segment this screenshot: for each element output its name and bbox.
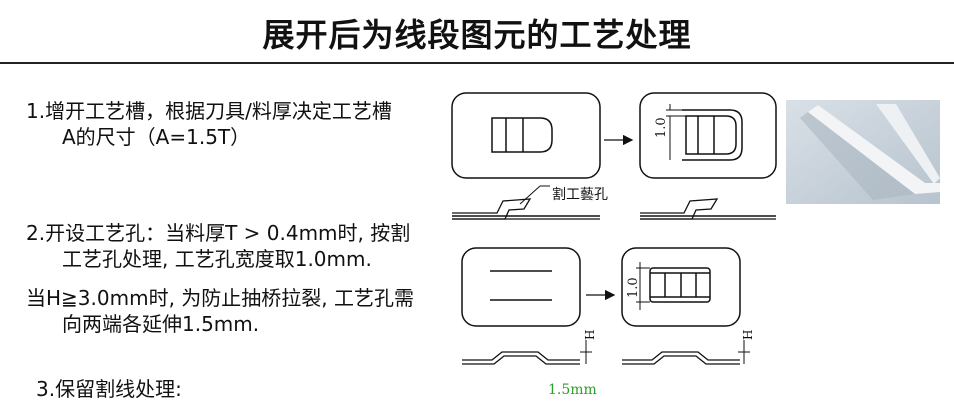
title-divider <box>0 62 954 64</box>
hole-after-diagram <box>621 247 750 365</box>
step1-line2: A的尺寸（A=1.5T） <box>62 125 251 149</box>
dim-top-label: 1.0 <box>654 117 669 138</box>
notch-after-diagram <box>639 92 777 220</box>
step3-line1: 3.保留割线处理: <box>36 377 182 401</box>
cut-hole-label: 割工藝孔 <box>552 186 608 203</box>
extend-length-label: 1.5mm <box>548 382 597 398</box>
step2-line2: 工艺孔处理, 工艺孔宽度取1.0mm. <box>62 247 372 271</box>
step1-line1: 1.增开工艺槽，根据刀具/料厚决定工艺槽 <box>26 99 392 123</box>
bent-plate-render <box>786 100 940 204</box>
page-title: 展开后为线段图元的工艺处理 <box>262 16 692 54</box>
h-label-top: H <box>583 330 597 340</box>
notch-before-diagram <box>451 92 601 220</box>
step2-line4: 向两端各延伸1.5mm. <box>62 312 260 336</box>
hole-before-diagram <box>461 247 592 365</box>
step2-line1: 2.开设工艺孔：当料厚T > 0.4mm时, 按割 <box>26 221 411 245</box>
h-label-bottom: H <box>741 330 755 340</box>
step2-line3: 当H≧3.0mm时, 为防止抽桥拉裂, 工艺孔需 <box>26 286 414 310</box>
dim-bottom-label: 1.0 <box>626 277 641 298</box>
